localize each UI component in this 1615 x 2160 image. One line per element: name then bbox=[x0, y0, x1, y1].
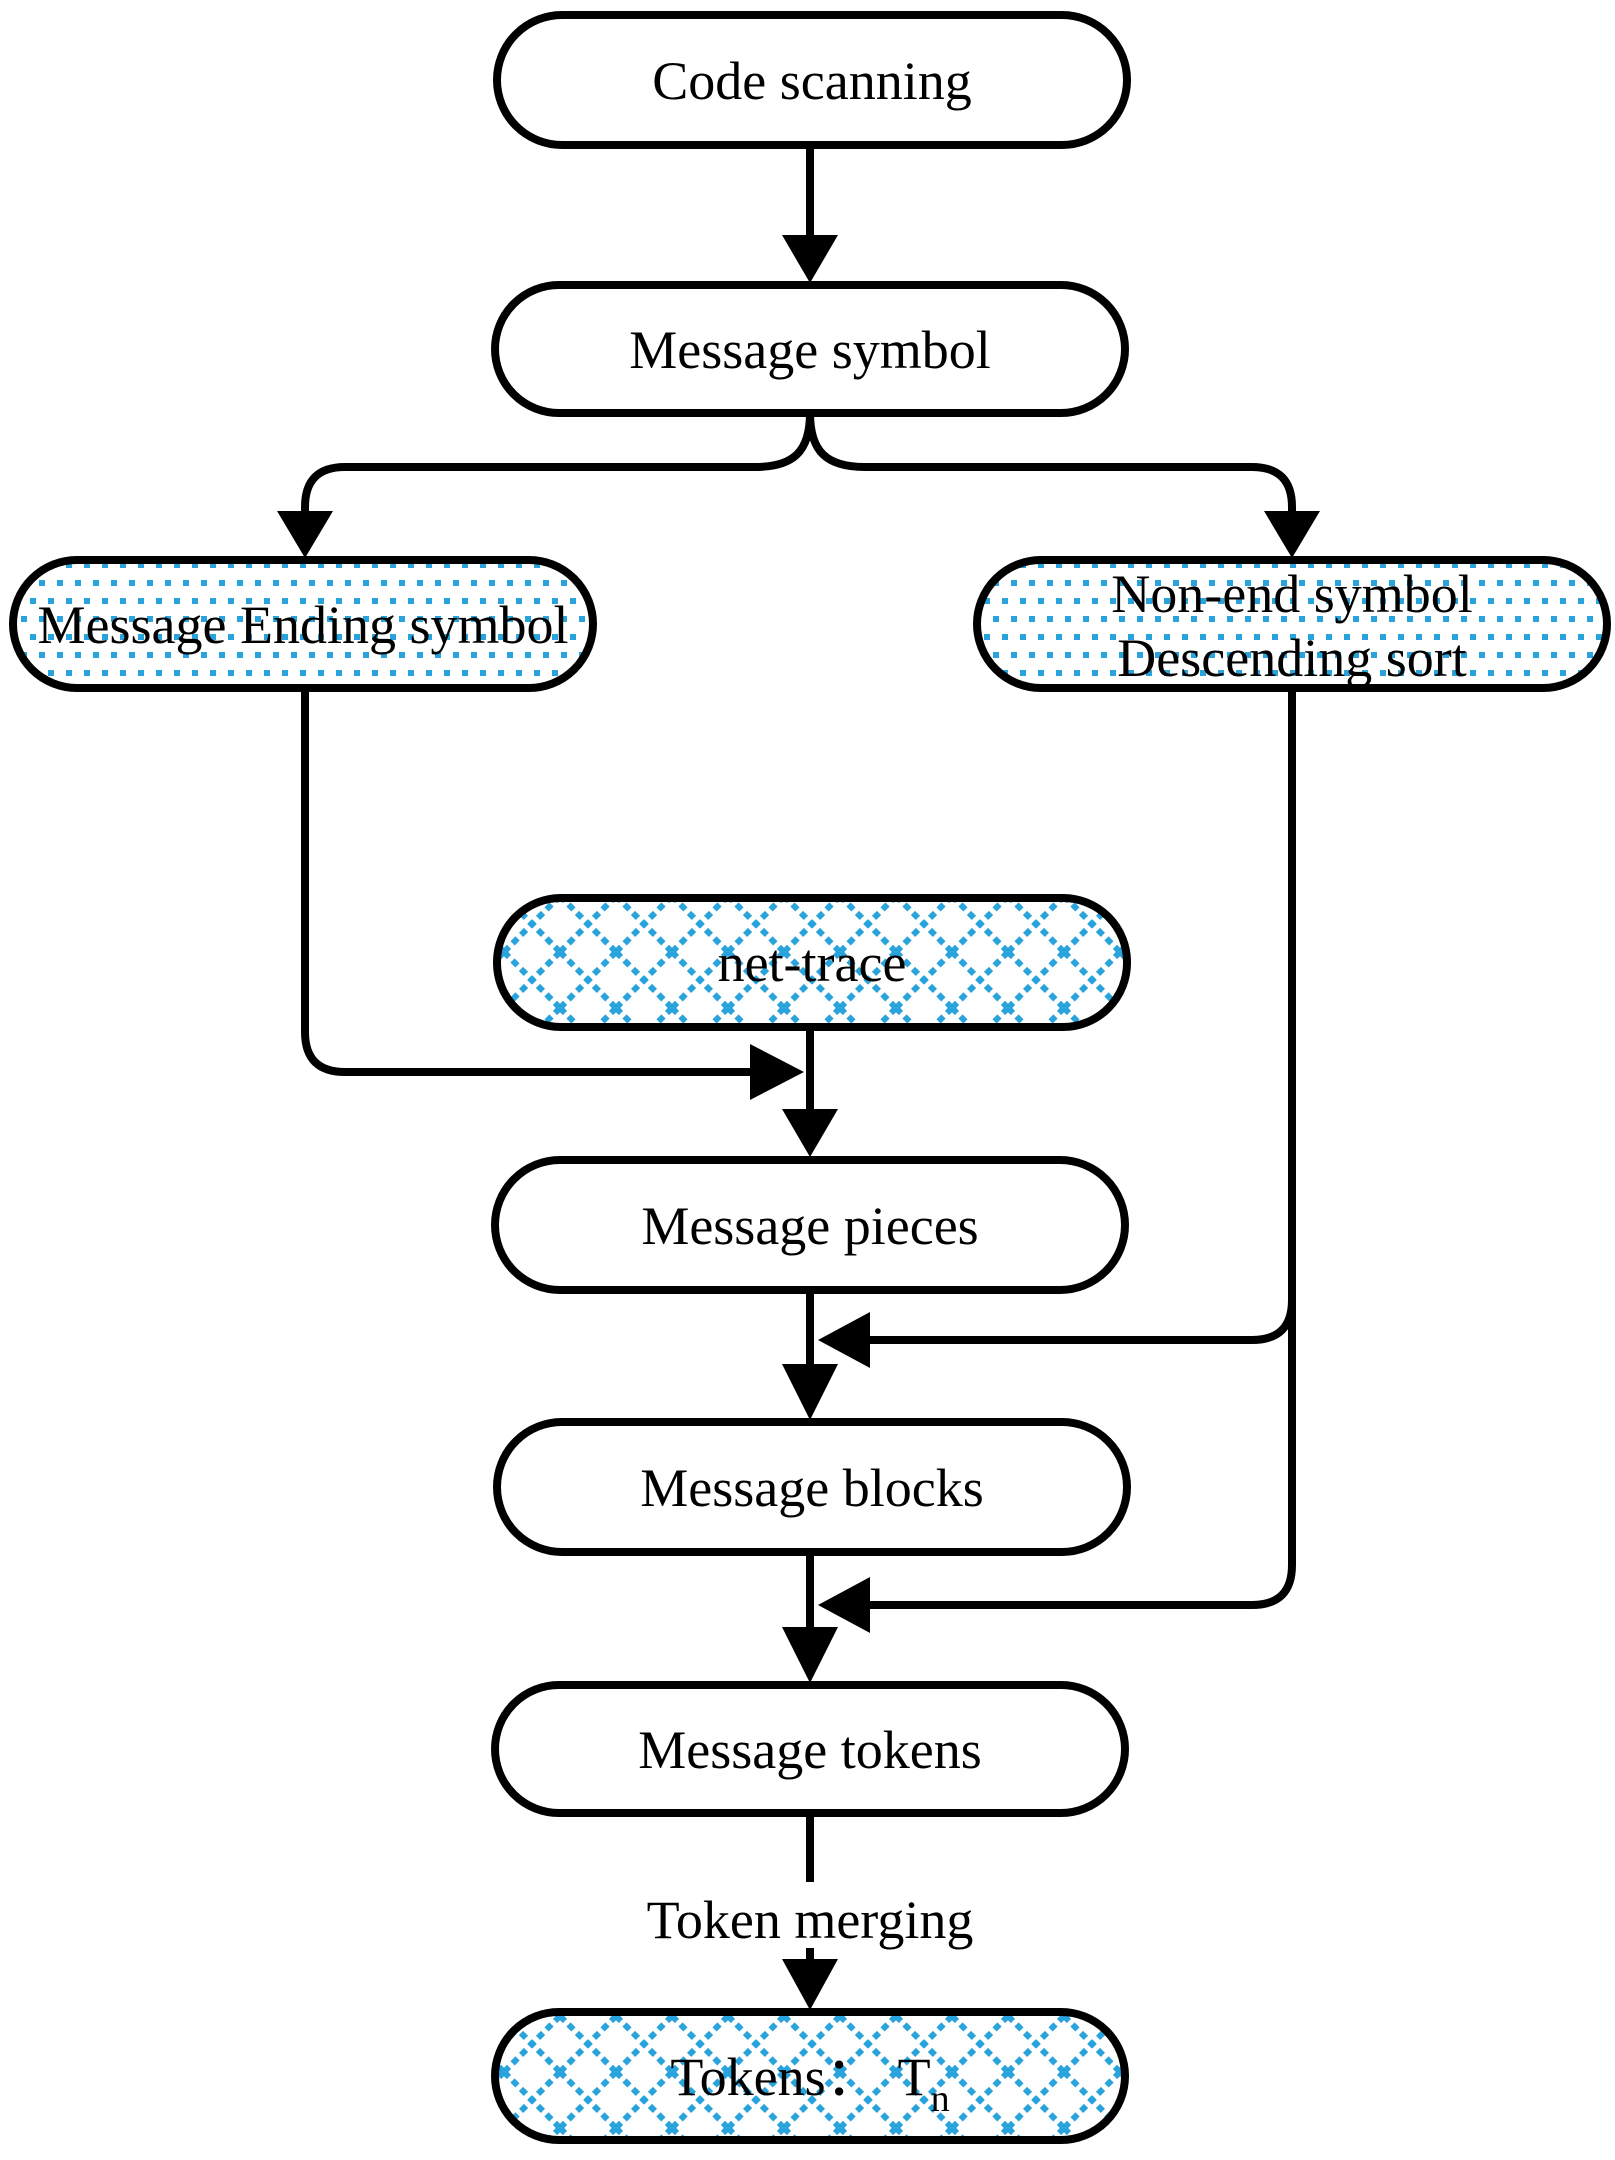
arrowhead-left-icon bbox=[818, 1312, 870, 1368]
edge-messageblocks-messagetokens bbox=[782, 1552, 838, 1683]
node-message-blocks-shape bbox=[493, 1418, 1131, 1556]
node-message-symbol: Message symbol bbox=[491, 281, 1129, 417]
node-code-scanning-shape bbox=[493, 11, 1131, 149]
node-message-tokens-shape bbox=[491, 1681, 1129, 1817]
node-message-ending-symbol-shape bbox=[9, 556, 597, 692]
node-message-ending-symbol: Message Ending symbol bbox=[9, 556, 597, 692]
node-net-trace: net-trace bbox=[493, 894, 1131, 1031]
arrowhead-down-icon bbox=[782, 235, 838, 283]
edge-nonend-messageblocks bbox=[818, 1299, 1296, 1368]
edge-codescanning-messagesymbol bbox=[782, 147, 838, 283]
node-net-trace-label: net-trace bbox=[718, 933, 907, 993]
node-message-symbol-label: Message symbol bbox=[629, 320, 990, 380]
node-message-pieces-shape bbox=[491, 1156, 1129, 1294]
node-message-blocks: Message blocks bbox=[493, 1418, 1131, 1556]
node-tokens-shape bbox=[491, 2008, 1129, 2144]
node-message-pieces-label: Message pieces bbox=[641, 1196, 978, 1256]
edge-messagesymbol-nonend bbox=[806, 412, 1320, 558]
node-tokens: Tokens： Tn bbox=[491, 2008, 1129, 2144]
node-non-end-symbol-shape bbox=[973, 556, 1611, 692]
node-message-tokens-label: Message tokens bbox=[638, 1720, 981, 1780]
node-message-tokens: Message tokens bbox=[491, 1681, 1129, 1817]
arrowhead-down-icon bbox=[782, 1109, 838, 1157]
node-tokens-label-prefix: Tokens： bbox=[670, 2047, 879, 2107]
arrowhead-down-icon bbox=[1264, 511, 1320, 558]
node-message-blocks-label: Message blocks bbox=[640, 1458, 983, 1518]
node-code-scanning: Code scanning bbox=[493, 11, 1131, 149]
edge-endingsymbol-messagepieces bbox=[301, 688, 804, 1100]
node-non-end-symbol: Non-end symbol Descending sort bbox=[973, 556, 1611, 692]
edge-label-token-merging: Token merging bbox=[647, 1890, 974, 1950]
edge-nonend-vertical bbox=[818, 688, 1296, 1633]
node-message-ending-symbol-label: Message Ending symbol bbox=[38, 595, 569, 655]
node-tokens-label: Tokens： Tn bbox=[670, 2047, 949, 2120]
edge-messagetokens-tokens bbox=[782, 1813, 838, 2010]
node-message-symbol-shape bbox=[491, 281, 1129, 417]
arrowhead-down-icon bbox=[782, 1627, 838, 1683]
node-message-pieces: Message pieces bbox=[491, 1156, 1129, 1294]
edge-messagesymbol-endingsymbol bbox=[277, 412, 814, 558]
node-tokens-label-subscript: n bbox=[931, 2078, 950, 2120]
node-non-end-symbol-label-line1: Non-end symbol bbox=[1111, 564, 1472, 624]
arrowhead-right-icon bbox=[750, 1044, 804, 1100]
edge-nettrace-messagepieces bbox=[782, 1027, 838, 1157]
arrowhead-down-icon bbox=[782, 1364, 838, 1420]
arrowhead-down-icon bbox=[782, 1959, 838, 2010]
edge-messagepieces-messageblocks bbox=[782, 1290, 838, 1420]
node-tokens-label-t: T bbox=[898, 2047, 931, 2107]
node-net-trace-shape bbox=[493, 894, 1131, 1031]
arrowhead-down-icon bbox=[277, 511, 333, 558]
arrowhead-left-icon bbox=[818, 1577, 870, 1633]
node-non-end-symbol-label-line2: Descending sort bbox=[1117, 628, 1466, 688]
node-code-scanning-label: Code scanning bbox=[652, 51, 971, 111]
